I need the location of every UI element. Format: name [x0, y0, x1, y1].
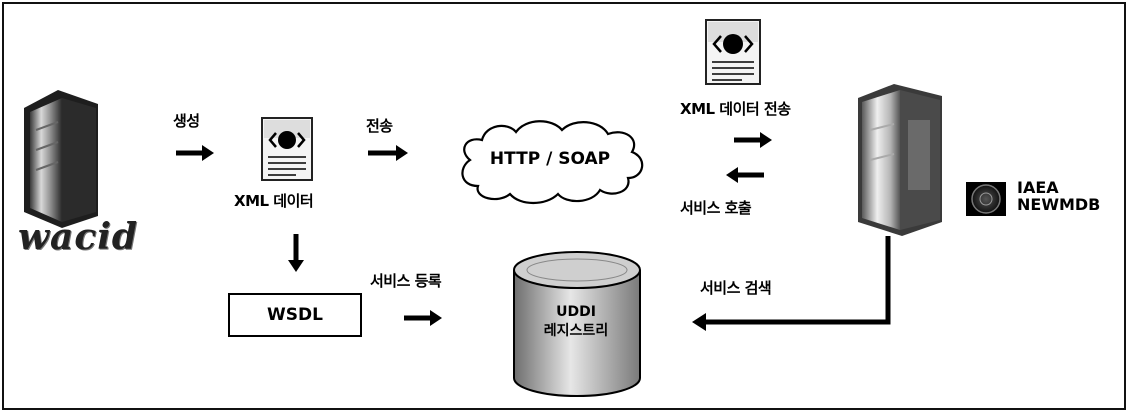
xml-to-wsdl-arrow	[288, 234, 304, 272]
registry-label: 레지스트리	[543, 323, 609, 339]
service-register-arrow	[404, 310, 442, 326]
iaea-label: IAEA	[1017, 178, 1059, 197]
service-search-label: 서비스 검색	[700, 279, 772, 297]
xml-data-label: XML 데이터	[234, 192, 314, 210]
diagram-frame	[2, 2, 1126, 410]
iaea-server-icon	[858, 84, 942, 236]
uddi-label: UDDI	[556, 304, 596, 320]
service-search-arrow	[692, 236, 891, 331]
xml-transfer-arrow	[734, 132, 772, 148]
uddi-registry-cylinder	[513, 251, 641, 397]
transmit-arrow	[368, 145, 408, 161]
xml-document-icon	[261, 117, 313, 181]
service-register-label: 서비스 등록	[370, 272, 442, 290]
wacid-logo-text: wacid	[18, 216, 139, 258]
wsdl-box: WSDL	[228, 293, 362, 337]
http-soap-label: HTTP / SOAP	[489, 149, 611, 169]
http-soap-cloud-shape	[461, 120, 644, 205]
generate-label: 생성	[173, 112, 200, 130]
service-call-arrow	[726, 167, 764, 183]
newmdb-label: NEWMDB	[1017, 195, 1101, 214]
transmit-label: 전송	[366, 117, 393, 135]
iaea-logo-icon	[966, 182, 1006, 216]
uddi-registry-label: UDDI 레지스트리	[512, 303, 640, 341]
xml-transfer-label: XML 데이터 전송	[680, 100, 791, 118]
wsdl-label: WSDL	[267, 305, 323, 325]
xml-transfer-document-icon	[705, 19, 761, 85]
wacid-server-icon	[24, 90, 98, 228]
iaea-newmdb-label: IAEA NEWMDB	[1017, 179, 1100, 213]
service-call-label: 서비스 호출	[680, 199, 752, 217]
generate-arrow	[176, 145, 214, 161]
